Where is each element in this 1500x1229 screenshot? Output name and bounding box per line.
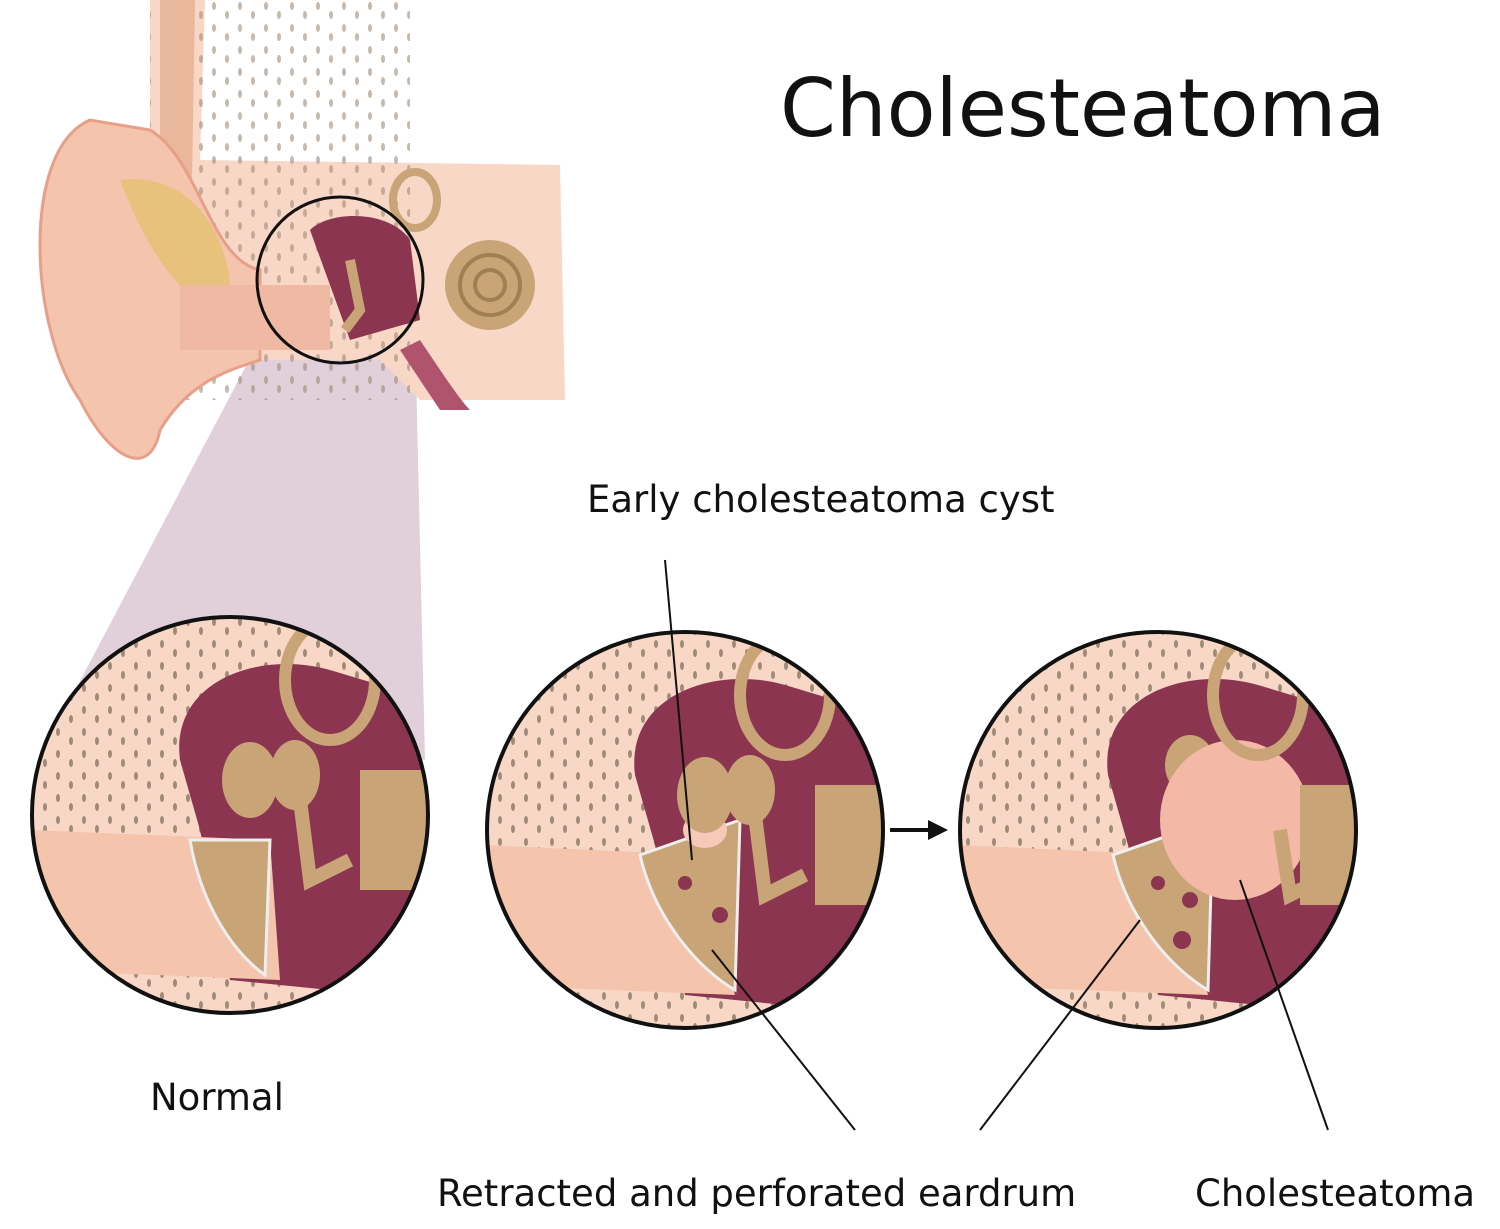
diagram-title: Cholesteatoma: [780, 62, 1386, 155]
leader-lines: [664, 559, 1329, 1131]
label-early-cyst: Early cholesteatoma cyst: [587, 478, 1055, 521]
cholesteatoma-mass: [1160, 740, 1310, 900]
circle-early-cyst: [485, 630, 885, 1030]
zoom-circle-marker: [255, 195, 425, 365]
panel-early-cyst: [487, 632, 883, 1028]
circle-cholesteatoma: [958, 630, 1358, 1030]
label-cholesteatoma: Cholesteatoma: [1195, 1172, 1476, 1215]
circle-normal: [30, 615, 430, 1015]
outer-ear-anatomy: [38, 0, 565, 460]
panel-normal: [32, 617, 428, 1013]
panel-cholesteatoma: [960, 632, 1356, 1028]
label-retracted-eardrum: Retracted and perforated eardrum: [437, 1172, 1077, 1215]
progression-arrow-icon: [890, 820, 948, 840]
label-normal: Normal: [150, 1076, 284, 1119]
